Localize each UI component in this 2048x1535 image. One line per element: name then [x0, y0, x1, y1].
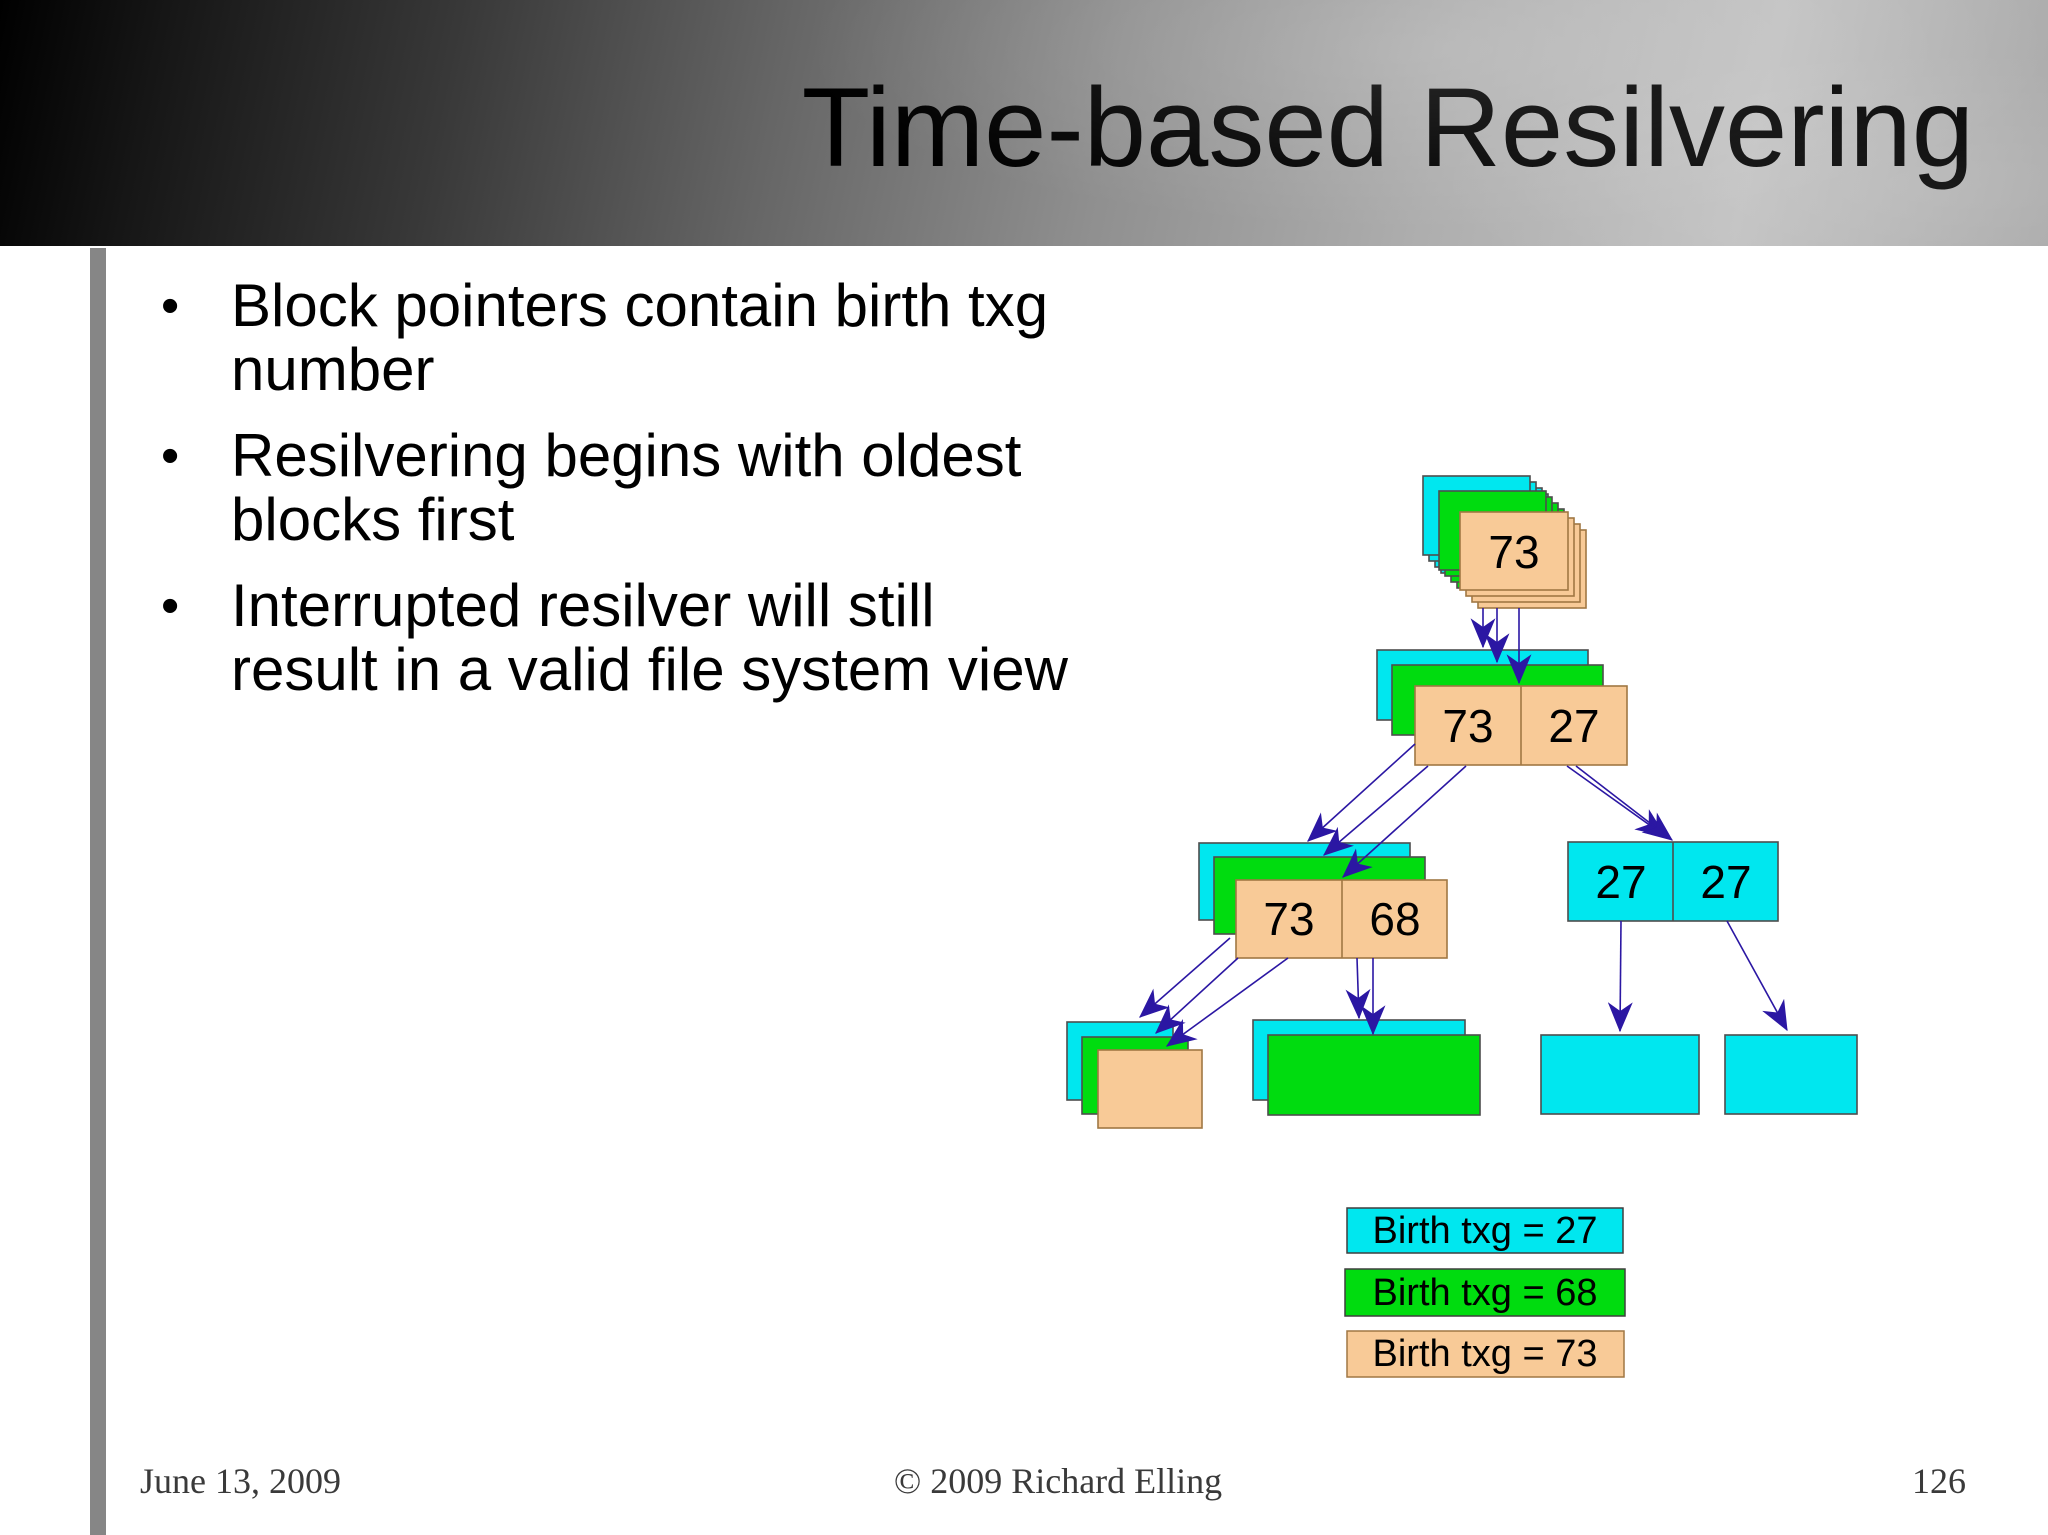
- leaf3-card-cyan: [1540, 1034, 1700, 1115]
- arrow-level3-to-leaf1: [1139, 937, 1231, 1018]
- legend: Birth txg = 27 Birth txg = 68 Birth txg …: [1344, 1207, 1626, 1378]
- root-label: 73: [1488, 526, 1539, 578]
- arrow-level2-to-level3-right: [1566, 765, 1667, 837]
- level3-left-cell-label: 68: [1369, 893, 1420, 945]
- leaf-block-stacked: [1066, 1021, 1203, 1129]
- footer-copyright: © 2009 Richard Elling: [893, 1461, 1223, 1501]
- arrow-level3-to-leaf2: [1345, 957, 1371, 1020]
- arrow-level2-to-level3-left: [1307, 743, 1416, 842]
- arrow-level2-to-level3-left: [1342, 765, 1467, 878]
- slide-header: Time-based Resilvering: [0, 0, 2048, 246]
- level3-left-cell-label: 73: [1263, 893, 1314, 945]
- leaf4-card-cyan: [1724, 1034, 1858, 1115]
- level2-cell-label: 73: [1442, 700, 1493, 752]
- level2-cell-label: 27: [1548, 700, 1599, 752]
- arrow-level2-to-level3-left: [1323, 765, 1429, 856]
- leaf2-card-green: [1267, 1034, 1481, 1116]
- legend-swatch-cyan: [1346, 1207, 1624, 1254]
- leaf1-card-tan: [1097, 1049, 1203, 1129]
- bullet-item: Resilvering begins with oldest blocks fi…: [159, 424, 1139, 552]
- leaf-block-cyan: [1724, 1034, 1858, 1115]
- arrow-level3-to-leaf1: [1155, 957, 1239, 1034]
- bullet-item: Block pointers contain birth txg number: [159, 274, 1139, 402]
- footer-date: June 13, 2009: [140, 1461, 341, 1501]
- leaf-block-green: [1252, 1019, 1481, 1116]
- arrow-level3-to-leaf3: [1607, 920, 1633, 1033]
- level2-node: 73 27: [1376, 649, 1628, 766]
- legend-swatch-green: [1344, 1268, 1626, 1317]
- legend-label: Birth txg = 27: [1373, 1210, 1598, 1252]
- slide-footer: June 13, 2009 © 2009 Richard Elling 126: [0, 1460, 2048, 1510]
- pointer-arrows: [1139, 608, 1788, 1047]
- legend-swatch-tan: [1346, 1330, 1625, 1378]
- footer-page-number: 126: [1912, 1461, 1966, 1501]
- arrow-level2-to-level3-right: [1575, 765, 1673, 841]
- legend-label: Birth txg = 68: [1373, 1272, 1598, 1314]
- level3-right-node: 27 27: [1567, 841, 1779, 922]
- root-node: 73: [1422, 475, 1587, 609]
- level3-left-node: 73 68: [1198, 842, 1448, 959]
- arrow-level3-to-leaf1: [1165, 957, 1289, 1047]
- legend-label: Birth txg = 73: [1373, 1333, 1598, 1375]
- arrow-level3-to-leaf4: [1726, 920, 1788, 1032]
- level3-right-cell-label: 27: [1700, 856, 1751, 908]
- level3-right-cell-label: 27: [1595, 856, 1646, 908]
- left-accent-bar: [90, 248, 106, 1535]
- bullet-list: Block pointers contain birth txg number …: [159, 274, 1139, 724]
- root-card-tan: [1459, 511, 1569, 591]
- leaf-block-cyan: [1540, 1034, 1700, 1115]
- bullet-item: Interrupted resilver will still result i…: [159, 574, 1139, 702]
